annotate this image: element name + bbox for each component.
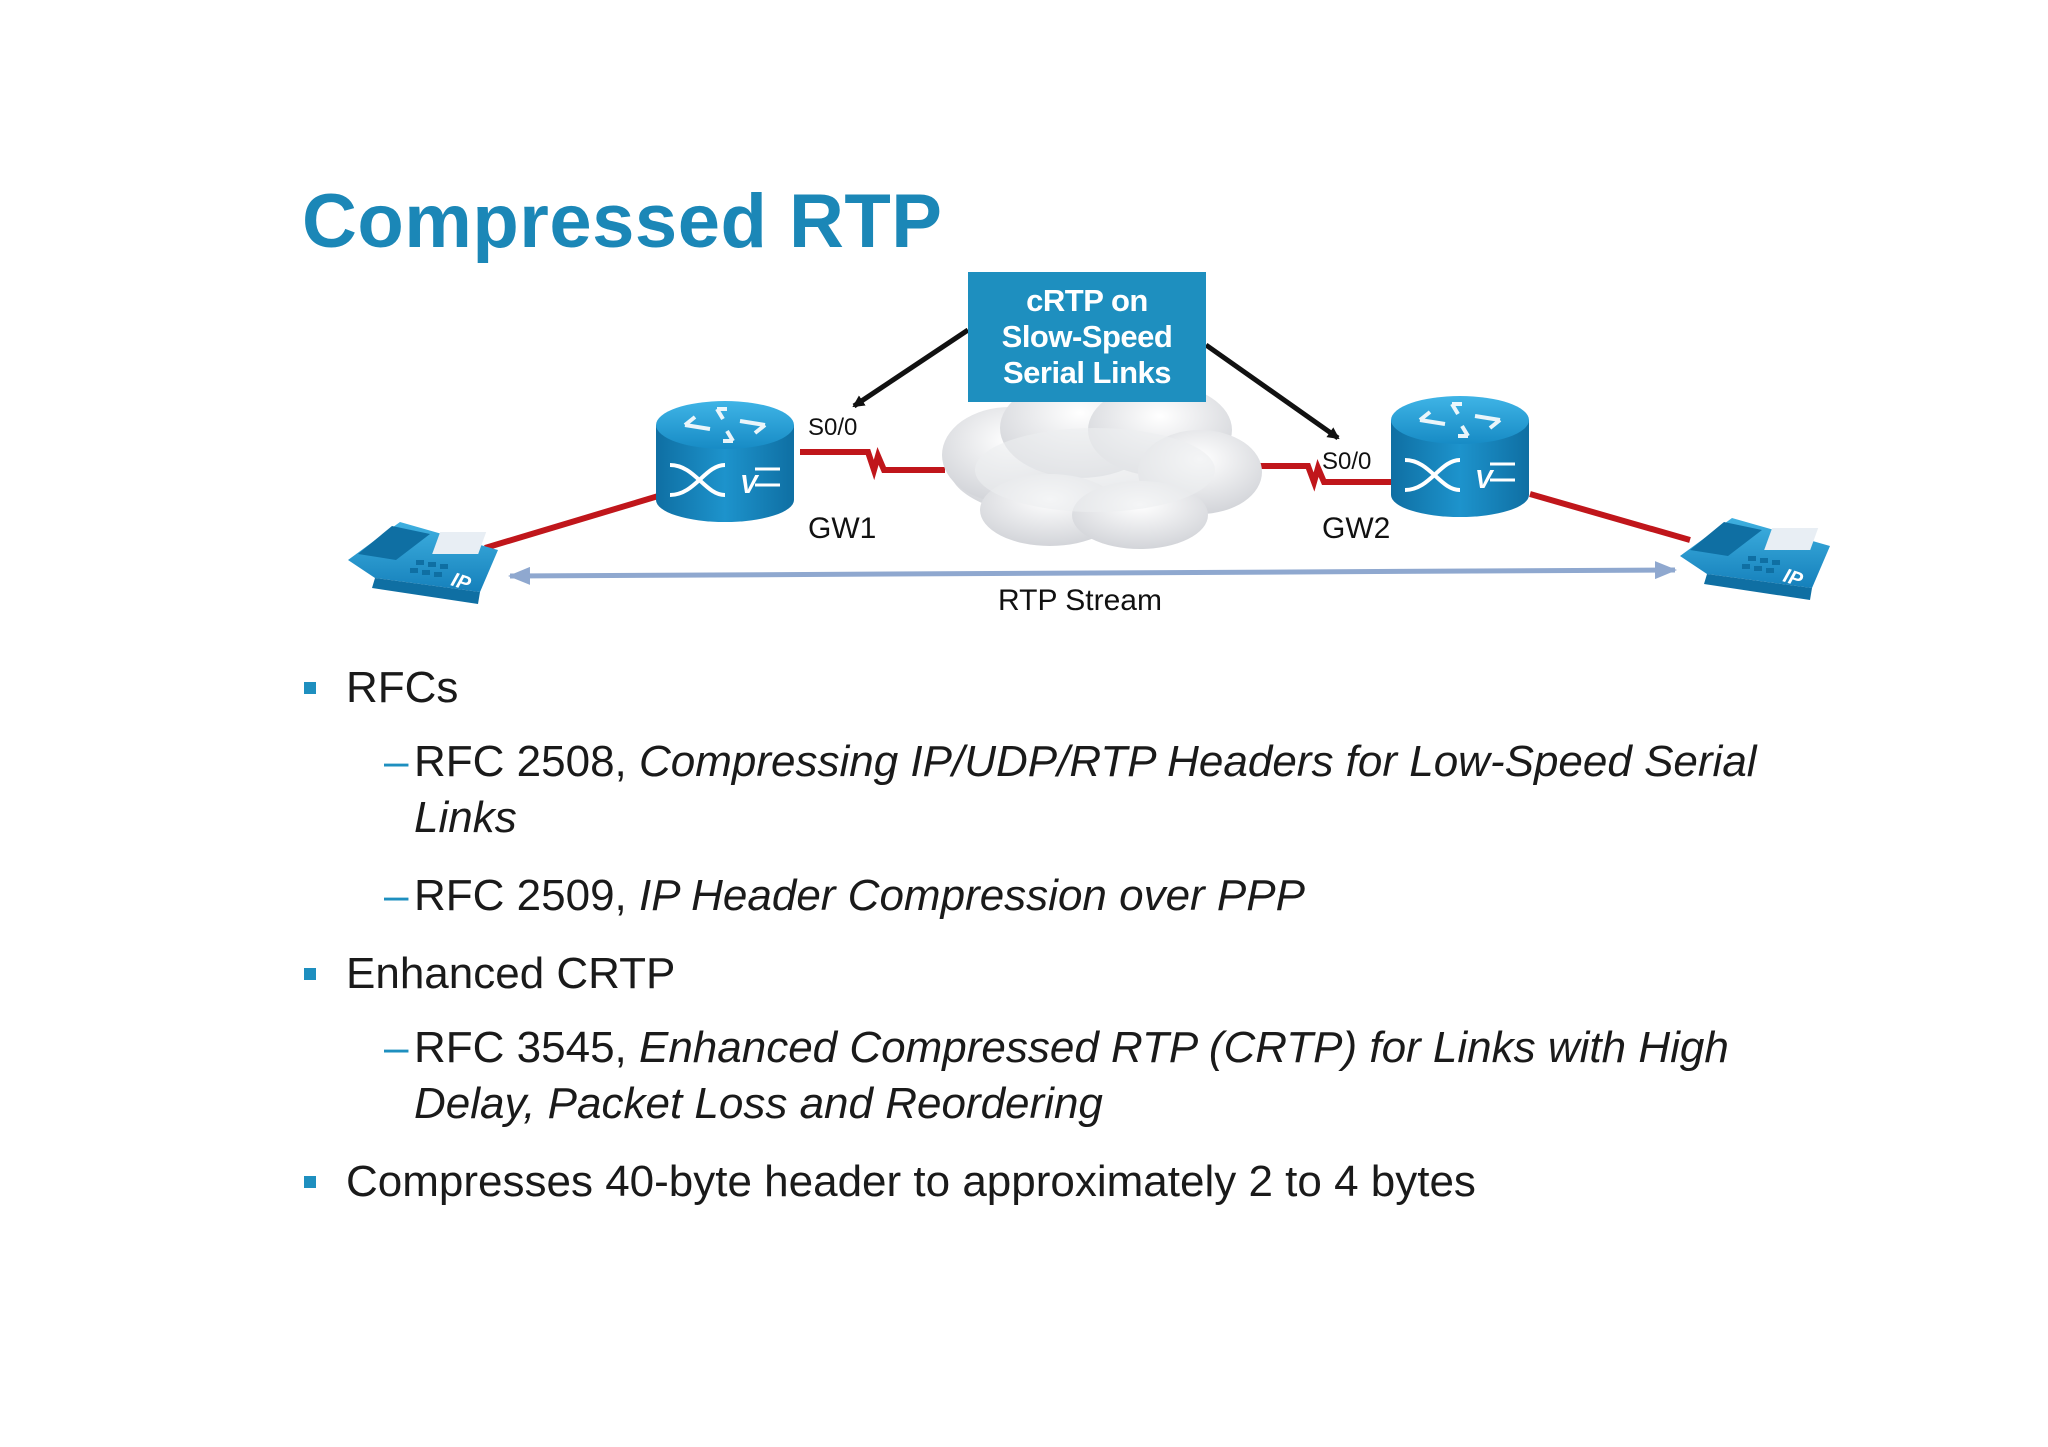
crtp-callout-box: cRTP on Slow-Speed Serial Links bbox=[968, 272, 1206, 402]
bullet-item: Compresses 40-byte header to approximate… bbox=[302, 1154, 1862, 1210]
rfc-title: Enhanced Compressed RTP (CRTP) for Links… bbox=[414, 1023, 1729, 1128]
gw2-name-label: GW2 bbox=[1322, 512, 1391, 545]
ip-phone-icon: IP bbox=[1680, 518, 1830, 600]
gw1-name-label: GW1 bbox=[808, 512, 877, 545]
link-phone1-gw1 bbox=[484, 491, 666, 551]
sub-bullet-list: – RFC 3545, Enhanced Compressed RTP (CRT… bbox=[346, 1020, 1862, 1132]
voice-router-icon: V bbox=[656, 401, 794, 522]
diagram-canvas: V V bbox=[348, 327, 1830, 604]
bullet-marker bbox=[304, 1176, 316, 1188]
serial-link-gw2 bbox=[1240, 459, 1392, 492]
rfc-number: RFC 3545, bbox=[414, 1023, 639, 1072]
rtp-stream-label: RTP Stream bbox=[998, 584, 1162, 617]
rtp-stream-arrow bbox=[508, 561, 1677, 585]
bullet-text: Compresses 40-byte header to approximate… bbox=[346, 1157, 1476, 1206]
sub-bullet-list: – RFC 2508, Compressing IP/UDP/RTP Heade… bbox=[346, 734, 1862, 924]
rfc-title: IP Header Compression over PPP bbox=[638, 871, 1305, 920]
bullet-marker bbox=[304, 682, 316, 694]
svg-text:V: V bbox=[740, 469, 760, 499]
rfc-title: Compressing IP/UDP/RTP Headers for Low-S… bbox=[414, 737, 1757, 842]
slide-title: Compressed RTP bbox=[302, 179, 943, 264]
dash-marker: – bbox=[384, 737, 409, 786]
bullet-text: Enhanced CRTP bbox=[346, 949, 676, 998]
rfc-number: RFC 2509, bbox=[414, 871, 639, 920]
network-diagram: V V bbox=[0, 0, 2048, 640]
callout-line: Slow-Speed bbox=[1001, 319, 1173, 354]
rfc-number: RFC 2508, bbox=[414, 737, 639, 786]
bullet-item: Enhanced CRTP – RFC 3545, Enhanced Compr… bbox=[302, 946, 1862, 1132]
bullet-marker bbox=[304, 968, 316, 980]
gw2-interface-label: S0/0 bbox=[1322, 448, 1372, 475]
callout-line: cRTP on bbox=[1026, 283, 1148, 318]
voice-router-icon: V bbox=[1391, 396, 1529, 517]
ip-phone-icon: IP bbox=[348, 522, 498, 604]
callout-arrow-gw2 bbox=[1204, 342, 1340, 441]
sub-bullet-item: – RFC 3545, Enhanced Compressed RTP (CRT… bbox=[346, 1020, 1862, 1132]
callout-line: Serial Links bbox=[1002, 355, 1172, 390]
sub-bullet-item: – RFC 2508, Compressing IP/UDP/RTP Heade… bbox=[346, 734, 1862, 846]
dash-marker: – bbox=[384, 1023, 409, 1072]
wan-cloud-icon bbox=[942, 378, 1262, 549]
sub-bullet-item: – RFC 2509, IP Header Compression over P… bbox=[346, 868, 1862, 924]
bullet-item: RFCs – RFC 2508, Compressing IP/UDP/RTP … bbox=[302, 660, 1862, 924]
bullet-list: RFCs – RFC 2508, Compressing IP/UDP/RTP … bbox=[302, 660, 1862, 1230]
callout-arrow-gw1 bbox=[852, 327, 970, 409]
svg-text:V: V bbox=[1475, 464, 1495, 494]
serial-link-gw1 bbox=[800, 447, 945, 481]
bullet-text: RFCs bbox=[346, 663, 459, 712]
gw1-interface-label: S0/0 bbox=[808, 414, 858, 441]
dash-marker: – bbox=[384, 871, 409, 920]
link-gw2-phone2 bbox=[1529, 491, 1691, 543]
